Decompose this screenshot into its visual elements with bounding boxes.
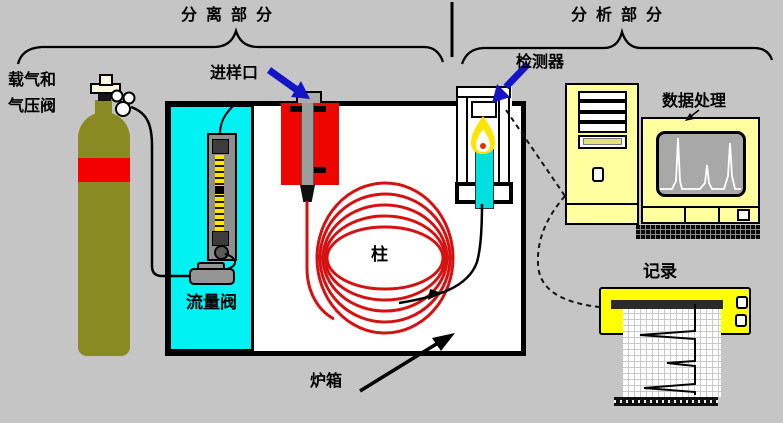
tower-base-seam: [565, 203, 639, 205]
tower-power-button: [592, 167, 604, 182]
recorder-paper-slot: [611, 300, 723, 309]
keyboard: [636, 225, 760, 239]
cylinder-valve-knob: [99, 74, 113, 86]
label-flow-valve: 流量阀: [186, 293, 237, 313]
tower-floppy-slot-inner: [583, 138, 622, 145]
injector-column-fitting: [300, 185, 315, 202]
label-carrier-gas-line1: 载气和: [8, 70, 57, 89]
injector-tick-left: [290, 106, 302, 112]
label-oven: 炉箱: [310, 371, 343, 390]
flow-meter-float: [215, 186, 224, 194]
label-recorder: 记录: [643, 262, 677, 282]
recorder-paper-perforation: [614, 397, 718, 406]
flow-meter-knob: [214, 245, 229, 260]
injector-tick-lower: [314, 167, 326, 173]
label-inlet: 进样口: [210, 63, 259, 82]
tower-drive-bay-2: [578, 112, 627, 133]
separation-brace: [16, 27, 445, 65]
monitor-strip-divider: [684, 206, 686, 224]
label-carrier-gas-line2: 气压阀: [8, 96, 57, 115]
injector-liner-tube: [301, 103, 314, 187]
label-column: 柱: [371, 245, 388, 265]
gas-cylinder-red-band: [78, 158, 130, 182]
tower-drive-bay-1: [578, 91, 627, 112]
pressure-gauge-3: [115, 101, 131, 117]
recorder-button-2: [735, 314, 747, 327]
monitor-screen: [656, 131, 746, 197]
recorder-button-1: [736, 296, 748, 309]
flow-meter-bottom-cap: [212, 231, 229, 246]
detector-jet-tube: [475, 149, 494, 209]
injector-tick-right: [314, 106, 326, 112]
label-data-processing: 数据处理: [662, 91, 727, 110]
monitor-power-button: [737, 209, 750, 221]
flow-valve-body: [189, 268, 235, 285]
monitor-control-strip: [641, 206, 760, 224]
flow-meter-top-cap: [212, 139, 229, 154]
label-detector: 检测器: [516, 52, 565, 71]
section-label-analysis: 分析部分: [571, 5, 672, 24]
section-label-separation: 分离部分: [181, 5, 282, 24]
recorder-chart-paper: [623, 309, 721, 397]
analysis-brace: [460, 27, 774, 65]
gas-cylinder-neck: [95, 100, 112, 114]
detector-collector: [471, 101, 497, 118]
monitor-strip-divider: [718, 206, 720, 224]
pressure-gauge-2: [122, 91, 136, 105]
